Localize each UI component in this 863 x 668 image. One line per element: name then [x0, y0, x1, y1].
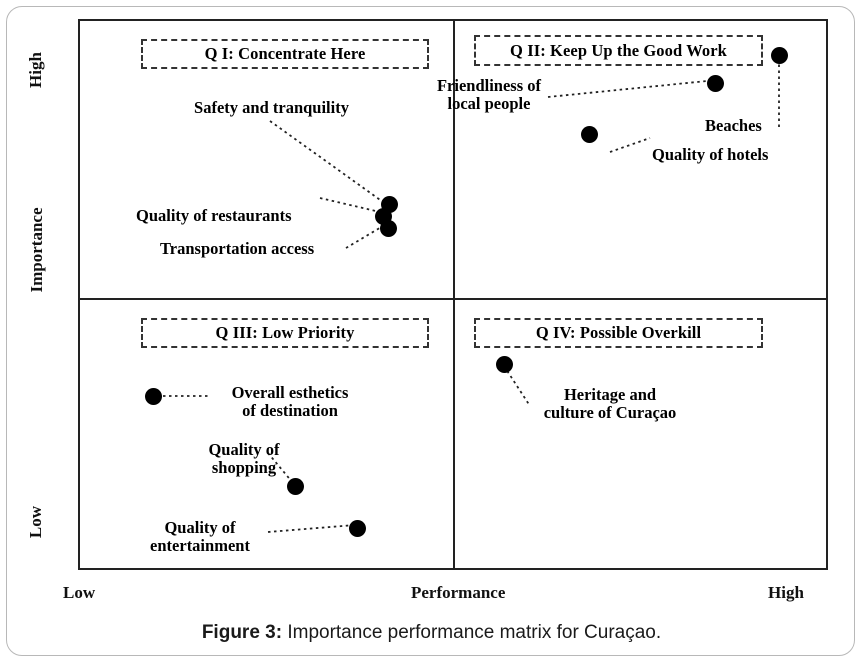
- point-label-shopping: Quality of shopping: [208, 440, 280, 478]
- point-label-transportation: Transportation access: [160, 239, 315, 258]
- data-point-entertainment: [348, 519, 366, 537]
- quadrant-label-q4: Q IV: Possible Overkill: [474, 318, 763, 348]
- y-axis-low-label: Low: [26, 505, 45, 539]
- data-point-beaches: [770, 46, 788, 64]
- data-point-heritage: [495, 355, 513, 373]
- point-label-safety: Safety and tranquility: [194, 98, 349, 117]
- point-label-hotels: Quality of hotels: [652, 145, 769, 164]
- point-label-esthetics: Overall esthetics of destination: [231, 383, 349, 421]
- data-point-friendliness: [706, 74, 724, 92]
- point-label-heritage: Heritage and culture of Curaçao: [543, 385, 677, 423]
- figure-caption: Figure 3: Importance performance matrix …: [0, 622, 863, 644]
- data-point-esthetics: [144, 387, 162, 405]
- quadrant-label-q1: Q I: Concentrate Here: [141, 39, 429, 69]
- point-label-restaurants: Quality of restaurants: [136, 206, 292, 225]
- data-point-hotels: [580, 125, 598, 143]
- point-label-entertainment: Quality of entertainment: [150, 518, 250, 556]
- plot-area: Q I: Concentrate Here Safety and tranqui…: [78, 19, 828, 570]
- x-axis-low-label: Low: [63, 583, 96, 602]
- x-axis-title: Performance: [411, 583, 506, 602]
- data-point-transportation: [379, 219, 397, 237]
- y-axis-title: Importance: [27, 207, 46, 293]
- quadrant-label-q2: Q II: Keep Up the Good Work: [474, 35, 763, 66]
- y-axis-high-label: High: [26, 52, 45, 88]
- data-point-shopping: [286, 477, 304, 495]
- point-label-beaches: Beaches: [705, 116, 762, 135]
- quadrant-divider-vertical: [453, 21, 455, 568]
- figure-caption-label: Figure 3:: [201, 622, 283, 643]
- quadrant-label-q3: Q III: Low Priority: [141, 318, 429, 348]
- point-label-friendliness: Friendliness of local people: [436, 76, 542, 114]
- x-axis-high-label: High: [768, 583, 804, 602]
- quadrant-divider-horizontal: [80, 298, 826, 300]
- figure-caption-text: Importance performance matrix for Curaça…: [282, 622, 662, 643]
